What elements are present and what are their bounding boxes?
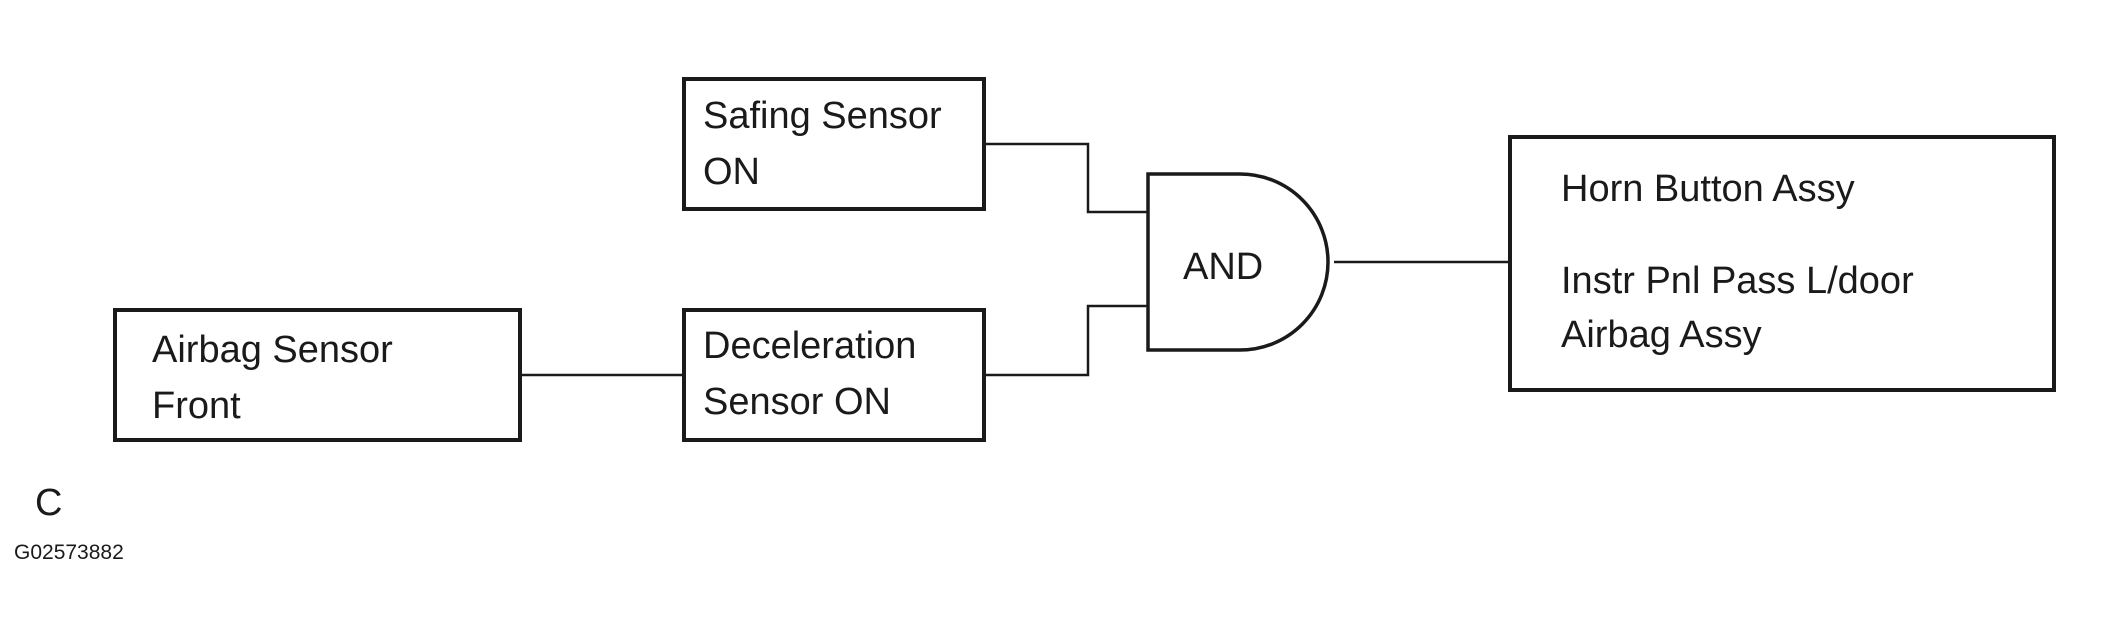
figure-code: G02573882 — [14, 541, 124, 564]
airbag-sensor-front-label-line1: Airbag Sensor — [152, 329, 393, 371]
airbag-sensor-front-box — [113, 308, 522, 442]
airbag-sensor-front-label-line2: Front — [152, 385, 241, 427]
output-airbag-box — [1508, 135, 2056, 392]
wire-decel-to-and — [986, 304, 1148, 377]
output-label-airbag-assy: Airbag Assy — [1561, 314, 1762, 356]
deceleration-sensor-label-line1: Deceleration — [703, 325, 917, 367]
output-label-horn-button: Horn Button Assy — [1561, 168, 1855, 210]
figure-letter: C — [35, 482, 63, 524]
deceleration-sensor-label-line2: Sensor ON — [703, 381, 891, 423]
safing-sensor-label-line2: ON — [703, 151, 760, 193]
and-gate-symbol — [1146, 172, 1330, 352]
safing-sensor-box — [682, 77, 986, 211]
and-gate-label: AND — [1183, 246, 1264, 288]
wire-safing-to-and — [986, 142, 1148, 214]
deceleration-sensor-box — [682, 308, 986, 442]
output-label-instr-pnl: Instr Pnl Pass L/door — [1561, 260, 1914, 302]
safing-sensor-label-line1: Safing Sensor — [703, 95, 942, 137]
